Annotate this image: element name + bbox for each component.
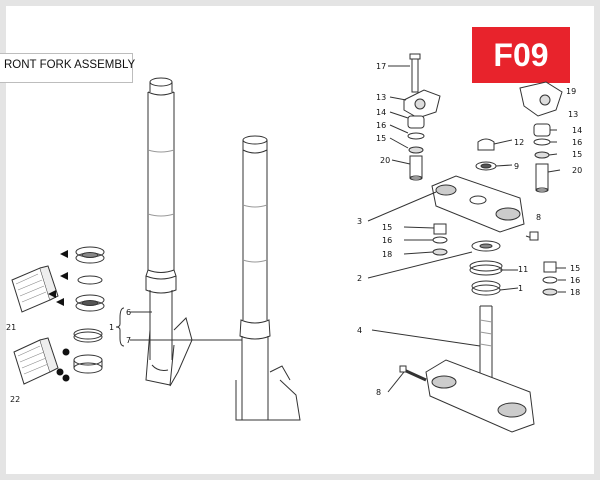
callout-13-left: 13 bbox=[376, 93, 386, 102]
bearing-stack bbox=[469, 240, 503, 296]
seal-kit-22 bbox=[13, 337, 59, 385]
steering-stem-lower-clamp bbox=[425, 305, 535, 433]
handlebar-clamps bbox=[403, 81, 563, 119]
fork-seals bbox=[73, 246, 105, 374]
upper-triple-clamp bbox=[431, 175, 539, 241]
callout-1-right: 1 bbox=[518, 284, 523, 293]
callout-19: 19 bbox=[566, 87, 576, 96]
right-leaders bbox=[367, 96, 566, 393]
fork-leg-left bbox=[145, 77, 193, 387]
callout-4: 4 bbox=[357, 326, 362, 335]
callout-15-lower: 15 bbox=[570, 264, 580, 273]
right-fasteners bbox=[542, 261, 558, 296]
callout-15-left: 15 bbox=[376, 134, 386, 143]
left-fasteners bbox=[432, 223, 448, 256]
callout-15-mid: 15 bbox=[382, 223, 392, 232]
page-title: RONT FORK ASSEMBLY bbox=[4, 59, 136, 71]
callout-20-left: 20 bbox=[380, 156, 390, 165]
callout-14-right: 14 bbox=[572, 126, 582, 135]
callout-17: 17 bbox=[376, 62, 386, 71]
callout-16-right: 16 bbox=[572, 138, 582, 147]
left-spacer-stack bbox=[407, 115, 425, 181]
callout-7: 7 bbox=[126, 336, 131, 345]
callout-16-left: 16 bbox=[376, 121, 386, 130]
callout-3: 3 bbox=[357, 217, 362, 226]
title-box bbox=[0, 53, 133, 83]
section-code-badge: F09 bbox=[472, 27, 570, 83]
callout-6: 6 bbox=[126, 308, 131, 317]
fork-leg-right bbox=[235, 135, 301, 421]
callout-2: 2 bbox=[357, 274, 362, 283]
callout-8-lower: 8 bbox=[376, 388, 381, 397]
callout-labels: 17 19 13 13 14 14 16 16 15 15 20 20 12 9… bbox=[6, 62, 582, 404]
right-spacer-stack bbox=[533, 123, 551, 193]
pinch-bolt-upper bbox=[529, 231, 539, 241]
callout-22: 22 bbox=[10, 395, 20, 404]
kit-markers bbox=[48, 250, 70, 382]
callout-20-right: 20 bbox=[572, 166, 582, 175]
callout-18-left: 18 bbox=[382, 250, 392, 259]
callout-1-left: 1 bbox=[109, 323, 114, 332]
left-leaders bbox=[115, 307, 242, 347]
steering-cap-nut bbox=[475, 138, 497, 171]
callout-13-right: 13 bbox=[568, 110, 578, 119]
callout-15-right: 15 bbox=[572, 150, 582, 159]
callout-12: 12 bbox=[514, 138, 524, 147]
top-bolt bbox=[388, 53, 421, 93]
pinch-bolt-lower bbox=[399, 365, 427, 382]
callout-16-mid: 16 bbox=[382, 236, 392, 245]
callout-16-lower: 16 bbox=[570, 276, 580, 285]
callout-9: 9 bbox=[514, 162, 519, 171]
callout-18-right: 18 bbox=[570, 288, 580, 297]
callout-14-left: 14 bbox=[376, 108, 386, 117]
callout-11: 11 bbox=[518, 265, 528, 274]
callout-21: 21 bbox=[6, 323, 16, 332]
callout-8-upper: 8 bbox=[536, 213, 541, 222]
seal-kit-21 bbox=[11, 265, 59, 313]
